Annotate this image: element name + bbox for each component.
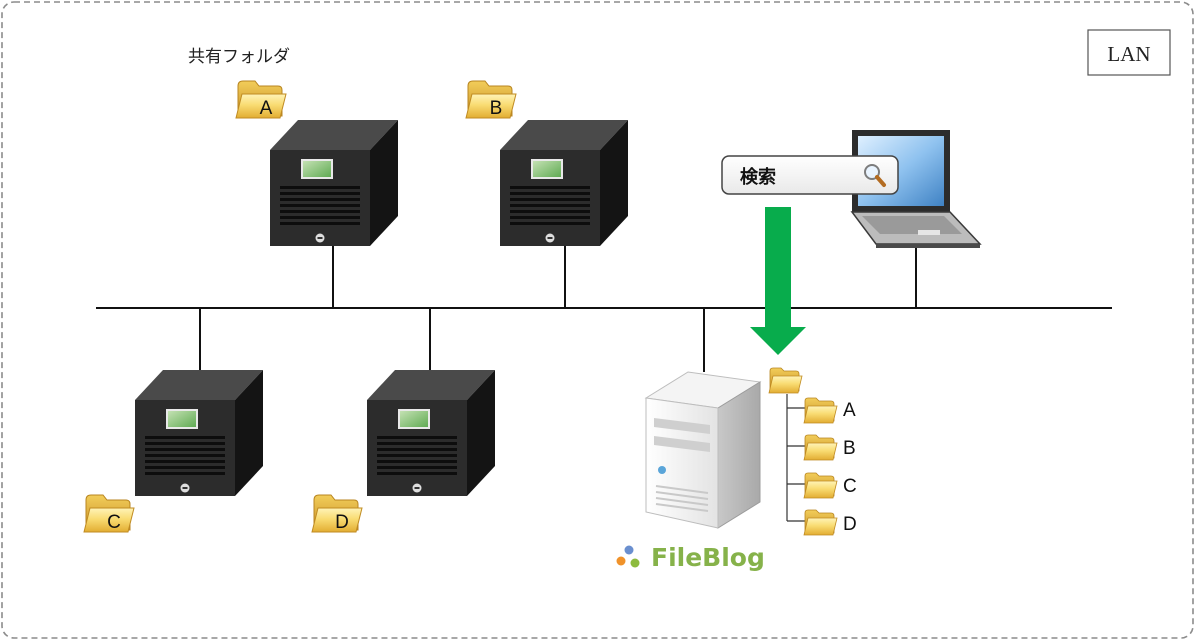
- fileblog-server: [644, 371, 762, 529]
- nas-device-a: [269, 119, 399, 247]
- tree-label-a: A: [843, 400, 856, 421]
- search-icon[interactable]: [864, 164, 886, 187]
- folder-icon-a: A: [235, 80, 287, 119]
- folder-tree-icon-c: [803, 472, 838, 499]
- lan-label-box: LAN: [1087, 29, 1171, 76]
- tree-label-d: D: [843, 514, 857, 535]
- tree-item-c: C: [803, 472, 857, 499]
- tree-label-c: C: [843, 476, 857, 497]
- network-lines: [96, 245, 1112, 372]
- folder-tree: A B C D: [768, 367, 857, 536]
- tree-label-b: B: [843, 438, 856, 459]
- tree-item-d: D: [803, 509, 857, 536]
- lan-label: LAN: [1107, 42, 1150, 66]
- fileblog-brand: FileBlog: [651, 543, 765, 572]
- folder-icon-c: C: [83, 494, 135, 533]
- fileblog-logo-icon: [616, 545, 640, 568]
- folder-label-a: A: [260, 98, 273, 119]
- fileblog-logo: FileBlog: [616, 543, 765, 572]
- folder-tree-icon-d: [803, 509, 838, 536]
- search-label: 検索: [740, 166, 776, 188]
- folder-label-b: B: [490, 98, 503, 119]
- tree-item-a: A: [803, 397, 856, 424]
- folder-tree-root-icon: [768, 367, 803, 394]
- tree-item-b: B: [803, 434, 856, 461]
- search-box[interactable]: 検索: [721, 155, 899, 195]
- nas-device-d: [366, 369, 496, 497]
- nas-device-b: [499, 119, 629, 247]
- search-arrow: [750, 207, 806, 355]
- folder-label-c: C: [107, 512, 121, 533]
- folder-label-d: D: [335, 512, 349, 533]
- folder-icon-d: D: [311, 494, 363, 533]
- nas-device-c: [134, 369, 264, 497]
- folder-icon-b: B: [465, 80, 517, 119]
- folder-tree-icon-b: [803, 434, 838, 461]
- shared-folder-caption: 共有フォルダ: [188, 47, 290, 67]
- folder-tree-icon-a: [803, 397, 838, 424]
